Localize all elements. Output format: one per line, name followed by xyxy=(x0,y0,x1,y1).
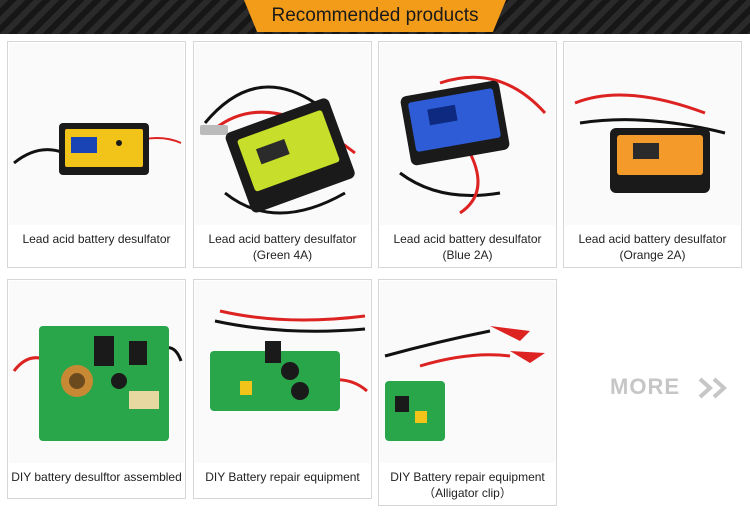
product-caption: DIY battery desulftor assembled xyxy=(8,469,185,485)
product-card-2[interactable]: Lead acid battery desulfator (Green 4A) xyxy=(193,41,372,268)
product-card-4[interactable]: Lead acid battery desulfator (Orange 2A) xyxy=(563,41,742,268)
caption-line: （Alligator clip） xyxy=(423,486,512,500)
product-photo xyxy=(380,43,555,225)
product-caption: Lead acid battery desulfator (Orange 2A) xyxy=(564,231,741,263)
caption-line: (Green 4A) xyxy=(252,248,313,262)
caption-line: Lead acid battery desulfator xyxy=(22,232,171,246)
double-chevron-right-icon xyxy=(698,377,727,399)
caption-line: DIY Battery repair equipment xyxy=(390,470,545,484)
section-title: Recommended products xyxy=(271,5,479,26)
product-card-7[interactable]: DIY Battery repair equipment （Alligator … xyxy=(378,279,557,506)
product-card-6[interactable]: DIY Battery repair equipment xyxy=(193,279,372,499)
caption-line: (Orange 2A) xyxy=(619,248,686,262)
product-caption: Lead acid battery desulfator xyxy=(8,231,185,247)
more-label: MORE xyxy=(610,374,680,399)
more-link[interactable]: MORE xyxy=(606,374,736,404)
product-caption: DIY Battery repair equipment （Alligator … xyxy=(379,469,556,501)
product-photo xyxy=(9,281,184,463)
product-caption: DIY Battery repair equipment xyxy=(194,469,371,485)
product-photo xyxy=(565,43,740,225)
header-tab xyxy=(244,0,506,32)
product-caption: Lead acid battery desulfator (Blue 2A) xyxy=(379,231,556,263)
caption-line: Lead acid battery desulfator xyxy=(208,232,357,246)
product-photo xyxy=(195,43,370,225)
product-caption: Lead acid battery desulfator (Green 4A) xyxy=(194,231,371,263)
caption-line: Lead acid battery desulfator xyxy=(578,232,727,246)
product-photo xyxy=(195,281,370,463)
product-card-5[interactable]: DIY battery desulftor assembled xyxy=(7,279,186,499)
caption-line: DIY battery desulftor assembled xyxy=(11,470,182,484)
product-card-3[interactable]: Lead acid battery desulfator (Blue 2A) xyxy=(378,41,557,268)
product-photo xyxy=(9,43,184,225)
caption-line: (Blue 2A) xyxy=(442,248,493,262)
product-photo xyxy=(380,281,555,463)
caption-line: DIY Battery repair equipment xyxy=(205,470,360,484)
product-card-1[interactable]: Lead acid battery desulfator xyxy=(7,41,186,268)
header-bar: Recommended products xyxy=(0,0,750,34)
caption-line: Lead acid battery desulfator xyxy=(393,232,542,246)
